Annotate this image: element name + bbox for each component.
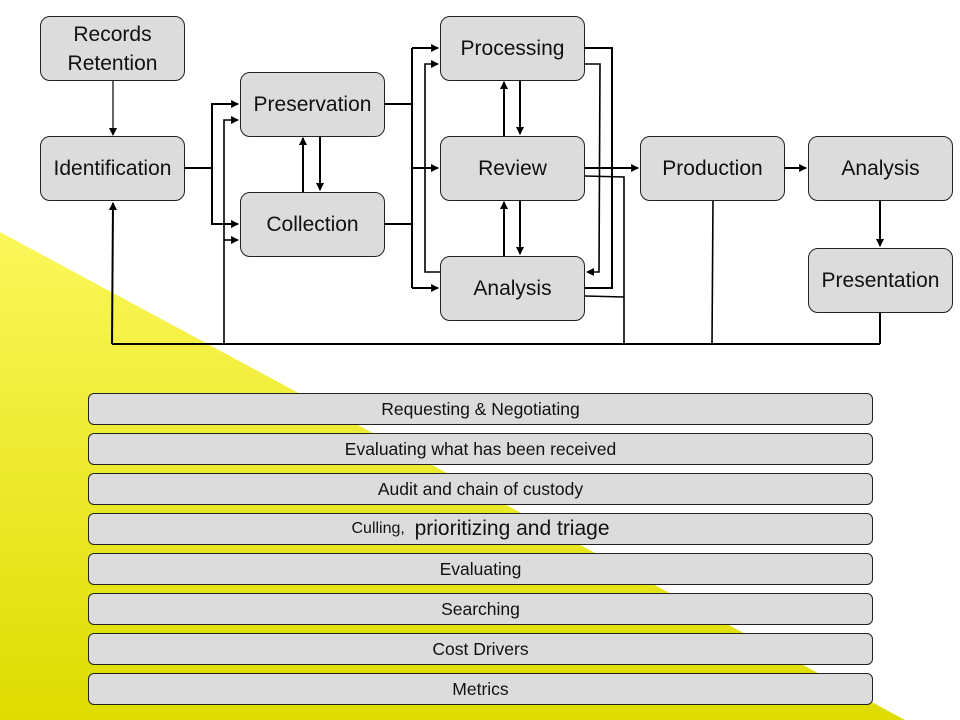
node-label: Analysis <box>473 277 552 300</box>
node-label: Review <box>478 157 547 180</box>
node-records-retention: Records Retention <box>40 16 185 81</box>
node-label: Collection <box>266 213 359 236</box>
bar-label: Metrics <box>452 678 509 699</box>
bar-label: Cost Drivers <box>432 638 529 659</box>
bar-label: Evaluating <box>439 558 522 579</box>
bar-label-part-small: Culling, <box>351 520 405 537</box>
node-label: Processing <box>460 37 565 60</box>
bar-cost-drivers: Cost Drivers <box>88 633 873 665</box>
node-analysis-mid: Analysis <box>440 256 585 321</box>
node-label: Production <box>662 157 763 180</box>
node-label: Records Retention <box>67 22 158 75</box>
node-review: Review <box>440 136 585 201</box>
node-identification: Identification <box>40 136 185 201</box>
bar-evaluating: Evaluating <box>88 553 873 585</box>
node-production: Production <box>640 136 785 201</box>
node-label: Identification <box>53 157 172 180</box>
bar-culling-prioritizing-triage: Culling, prioritizing and triage <box>88 513 873 545</box>
bar-label: Searching <box>441 598 520 619</box>
bar-audit-chain-of-custody: Audit and chain of custody <box>88 473 873 505</box>
bar-label-part-big: prioritizing and triage <box>414 517 610 540</box>
node-label: Analysis <box>841 157 920 180</box>
node-processing: Processing <box>440 16 585 81</box>
bar-label: Evaluating what has been received <box>344 438 617 459</box>
bar-requesting-negotiating: Requesting & Negotiating <box>88 393 873 425</box>
bar-label: Requesting & Negotiating <box>381 398 580 419</box>
node-presentation: Presentation <box>808 248 953 313</box>
node-preservation: Preservation <box>240 72 385 137</box>
node-label: Presentation <box>821 269 940 292</box>
bar-searching: Searching <box>88 593 873 625</box>
node-collection: Collection <box>240 192 385 257</box>
bar-metrics: Metrics <box>88 673 873 705</box>
bar-label: Audit and chain of custody <box>377 478 584 499</box>
node-label: Preservation <box>253 93 372 116</box>
node-analysis-right: Analysis <box>808 136 953 201</box>
bar-evaluating-received: Evaluating what has been received <box>88 433 873 465</box>
